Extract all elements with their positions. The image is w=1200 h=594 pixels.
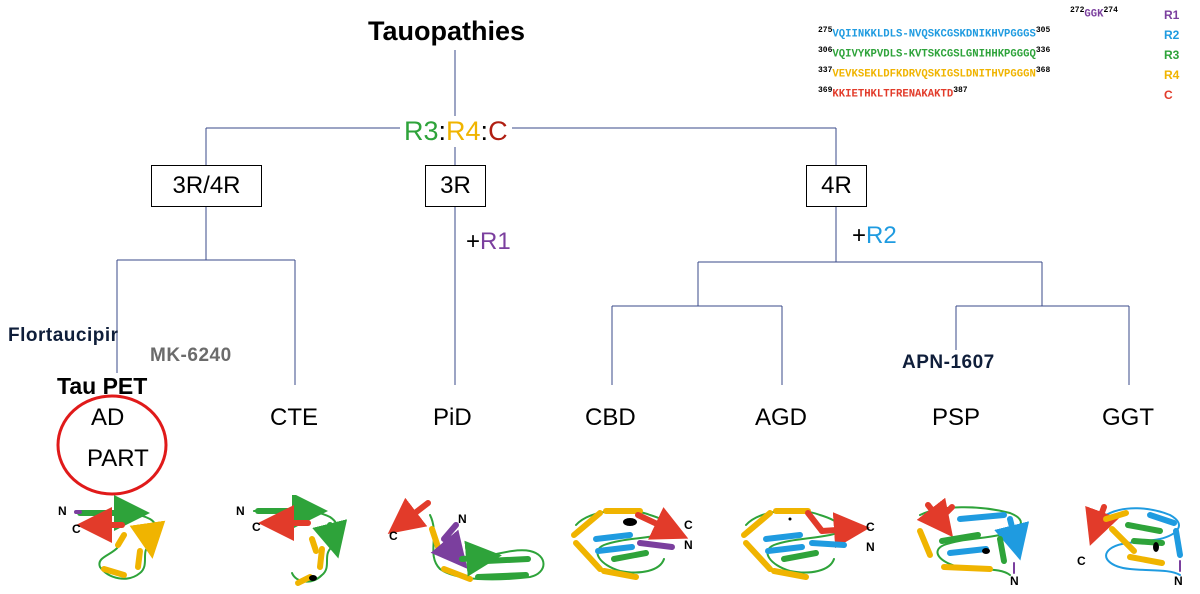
- fold-pid: [387, 497, 545, 582]
- seq-end: 274: [1103, 6, 1118, 15]
- fold-pid-n-label: N: [458, 512, 467, 526]
- plus-sign: +: [466, 228, 481, 255]
- seq-label-r1: R1: [1164, 8, 1180, 22]
- r1-label: R1: [480, 228, 511, 255]
- fold-structures: N C N C C N C N: [58, 495, 1183, 588]
- sequence-row-r3: 306VQIVYKPVDLS-KVTSKCGSLGNIHHKPGGGQ336: [818, 46, 1050, 61]
- ratio-r3: R3: [404, 116, 439, 146]
- disease-cbd: CBD: [585, 404, 636, 431]
- disease-agd: AGD: [755, 404, 808, 431]
- plus-r1-label: +R1: [466, 228, 511, 256]
- plus-sign: +: [852, 222, 867, 249]
- disease-psp: PSP: [932, 404, 981, 431]
- disease-ggt: GGT: [1102, 404, 1154, 431]
- fold-agd: [741, 508, 870, 580]
- sequence-row-r1: 272GGK274: [1070, 6, 1118, 21]
- seq-end: 336: [1035, 46, 1051, 55]
- sequence-row-c: 369KKIETHKLTFRENAKAKTD387: [818, 86, 968, 101]
- seq-label-r4: R4: [1164, 68, 1180, 82]
- fold-psp: [916, 497, 1030, 576]
- ratio-r4: R4: [446, 116, 481, 146]
- disease-part: PART: [87, 445, 149, 472]
- ratio-c: C: [488, 116, 508, 146]
- seq-start: 272: [1070, 6, 1085, 15]
- sequence-row-r2: 275VQIINKKLDLS-NVQSKCGSKDNIKHVPGGGS305: [818, 26, 1050, 41]
- isoform-box-4r: 4R: [806, 165, 867, 207]
- seq-text: GGK: [1084, 8, 1104, 21]
- ratio-sep: :: [438, 116, 447, 146]
- plus-r2-label: +R2: [852, 222, 897, 250]
- fold-cbd: [571, 507, 689, 580]
- repeat-ratio-label: R3:R4:C: [400, 116, 512, 147]
- fold-agd-c-label: C: [866, 520, 875, 534]
- isoform-box-3r: 3R: [425, 165, 486, 207]
- seq-end: 387: [953, 86, 968, 95]
- seq-text: VEVKSEKLDFKDRVQSKIGSLDNITHVPGGGN: [832, 68, 1036, 81]
- seq-label-r2: R2: [1164, 28, 1180, 42]
- fold-cte-c-label: C: [252, 520, 261, 534]
- seq-text: VQIVYKPVDLS-KVTSKCGSLGNIHHKPGGGQ: [832, 48, 1036, 61]
- r2-label: R2: [866, 222, 897, 249]
- ad-part-highlight-circle: [56, 394, 168, 496]
- ratio-sep: :: [480, 116, 489, 146]
- seq-text: KKIETHKLTFRENAKAKTD: [832, 88, 954, 101]
- seq-start: 337: [818, 66, 833, 75]
- seq-label-c: C: [1164, 88, 1173, 102]
- fold-cbd-n-label: N: [684, 538, 693, 552]
- tracer-flortaucipir: Flortaucipir: [8, 325, 119, 346]
- fold-cte-n-label: N: [236, 504, 245, 518]
- seq-label-r3: R3: [1164, 48, 1180, 62]
- disease-ad: AD: [91, 404, 125, 431]
- page-title: Tauopathies: [368, 16, 526, 46]
- fold-ggt-c-label: C: [1077, 554, 1086, 568]
- seq-start: 306: [818, 46, 833, 55]
- seq-start: 369: [818, 86, 833, 95]
- fold-ad-c-label: C: [72, 522, 81, 536]
- seq-end: 368: [1035, 66, 1051, 75]
- fold-ggt: [1085, 504, 1183, 576]
- fold-cbd-c-label: C: [684, 518, 693, 532]
- sequence-panel: 272GGK274 275VQIINKKLDLS-NVQSKCGSKDNIKHV…: [818, 2, 1196, 102]
- seq-start: 275: [818, 26, 833, 35]
- fold-pid-c-label: C: [389, 529, 398, 543]
- sequence-row-r4: 337VEVKSEKLDFKDRVQSKIGSLDNITHVPGGGN368: [818, 66, 1050, 81]
- isoform-box-3r4r: 3R/4R: [151, 165, 262, 207]
- fold-ad: [74, 495, 166, 580]
- fold-agd-n-label: N: [866, 540, 875, 554]
- fold-ad-n-label: N: [58, 504, 67, 518]
- fold-ggt-n-label: N: [1174, 574, 1183, 588]
- fold-psp-n-label: N: [1010, 574, 1019, 588]
- seq-text: VQIINKKLDLS-NVQSKCGSKDNIKHVPGGGS: [832, 28, 1036, 41]
- disease-pid: PiD: [433, 404, 472, 431]
- fold-cte: [253, 495, 348, 586]
- tracer-mk6240: MK-6240: [150, 345, 232, 366]
- tracer-apn1607: APN-1607: [902, 352, 995, 373]
- seq-end: 305: [1035, 26, 1051, 35]
- disease-cte: CTE: [270, 404, 318, 431]
